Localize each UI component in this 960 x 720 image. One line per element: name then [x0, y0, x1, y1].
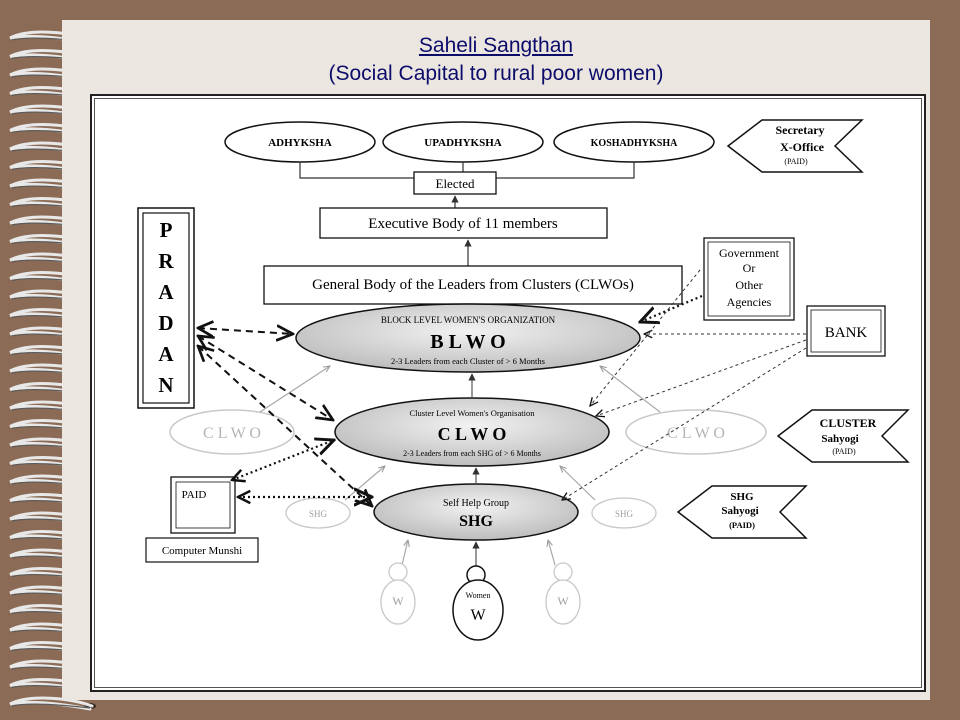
binding-ring [9, 696, 94, 711]
woman-center-label: W [470, 607, 486, 624]
woman-figure-left: W [380, 562, 416, 625]
blwo-sub: 2-3 Leaders from each Cluster of > 6 Mon… [391, 356, 545, 366]
executive-body-box: Executive Body of 11 members [319, 207, 608, 239]
munshi-dotted-arrows [232, 440, 372, 497]
officer-adhyksha: ADHYKSHA [224, 121, 376, 163]
officer-upadhyksha-label: UPADHYKSHA [424, 137, 501, 149]
side-clwo-right: C L W O [625, 409, 767, 455]
general-body-box: General Body of the Leaders from Cluster… [263, 265, 683, 305]
pradan-letter: P [160, 218, 173, 242]
elected-box: Elected [413, 171, 497, 195]
computer-munshi-paid: PAID [182, 489, 207, 501]
pradan-letter: N [158, 373, 173, 397]
officer-koshadhyksha-label: KOSHADHYKSHA [591, 138, 678, 149]
elected-label: Elected [436, 176, 475, 191]
blwo-ellipse: BLOCK LEVEL WOMEN'S ORGANIZATION B L W O… [295, 303, 641, 373]
clwo-ellipse: Cluster Level Women's Organisation C L W… [334, 397, 610, 467]
pradan-letter: R [158, 249, 174, 273]
secretary-pennant: Secretary X-Office (PAID) [726, 119, 864, 173]
woman-figure-center: Women W [452, 565, 504, 641]
slide-title: Saheli Sangthan (Social Capital to rural… [62, 32, 930, 88]
side-shg-right-label: SHG [615, 509, 634, 519]
shg-ellipse: Self Help Group SHG [373, 483, 579, 541]
secretary-line-1: Secretary [775, 123, 824, 137]
officer-upadhyksha: UPADHYKSHA [382, 121, 544, 163]
woman-center-title: Women [466, 591, 491, 600]
title-line-2: (Social Capital to rural poor women) [328, 62, 664, 85]
shg-sahyogi-pennant: SHG Sahyogi (PAID) [676, 485, 808, 539]
government-to-blwo-arrow [640, 294, 703, 322]
government-line-4: Agencies [727, 295, 772, 309]
side-shg-left: SHG [285, 497, 351, 529]
general-body-label: General Body of the Leaders from Cluster… [312, 277, 634, 293]
government-box: Government Or Other Agencies [703, 237, 795, 321]
shg-title: Self Help Group [443, 498, 509, 509]
pradan-letter: D [158, 311, 173, 335]
shg-abbr: SHG [459, 513, 493, 530]
woman-figure-right: W [545, 562, 581, 625]
clwo-abbr: C L W O [438, 424, 507, 444]
binding-ring-shadow [11, 703, 91, 709]
officer-koshadhyksha: KOSHADHYKSHA [553, 121, 715, 163]
bank-label: BANK [825, 325, 868, 341]
shg-sahyogi-line-1: SHG [730, 491, 754, 503]
government-line-2: Or [743, 261, 756, 275]
clwo-sub: 2-3 Leaders from each SHG of > 6 Months [403, 449, 541, 458]
executive-body-label: Executive Body of 11 members [368, 216, 558, 232]
pradan-dashed-arrows [198, 328, 372, 506]
secretary-line-2: X-Office [780, 140, 825, 154]
shg-sahyogi-paid: (PAID) [729, 520, 755, 530]
pradan-letter: A [158, 342, 174, 366]
pradan-letter: A [158, 280, 174, 304]
title-line-1: Saheli Sangthan [418, 34, 574, 57]
clwo-title: Cluster Level Women's Organisation [410, 408, 536, 418]
shg-sahyogi-line-2: Sahyogi [721, 505, 758, 517]
cluster-sahyogi-line-2: Sahyogi [821, 433, 858, 445]
side-clwo-left: C L W O [169, 409, 295, 455]
secretary-paid: (PAID) [784, 157, 808, 166]
cluster-sahyogi-line-1: CLUSTER [820, 416, 877, 430]
agency-thin-arrows [562, 269, 807, 500]
officer-adhyksha-label: ADHYKSHA [268, 137, 332, 149]
blwo-title: BLOCK LEVEL WOMEN'S ORGANIZATION [381, 315, 556, 325]
diagram-frame-inner [94, 98, 922, 688]
woman-right-label: W [557, 594, 569, 608]
computer-munshi: PAID Computer Munshi [145, 476, 259, 563]
cluster-sahyogi-pennant: CLUSTER Sahyogi (PAID) [776, 409, 910, 463]
government-line-3: Other [735, 278, 762, 292]
side-clwo-left-label: C L W O [203, 425, 261, 442]
blwo-abbr: B L W O [430, 331, 505, 353]
computer-munshi-label: Computer Munshi [162, 545, 242, 557]
woman-left-label: W [392, 594, 404, 608]
bank-box: BANK [806, 305, 886, 357]
side-shg-left-label: SHG [309, 509, 328, 519]
government-line-1: Government [719, 246, 780, 260]
side-shg-right: SHG [591, 497, 657, 529]
side-clwo-right-label: C L W O [667, 425, 725, 442]
cluster-sahyogi-paid: (PAID) [832, 447, 856, 456]
